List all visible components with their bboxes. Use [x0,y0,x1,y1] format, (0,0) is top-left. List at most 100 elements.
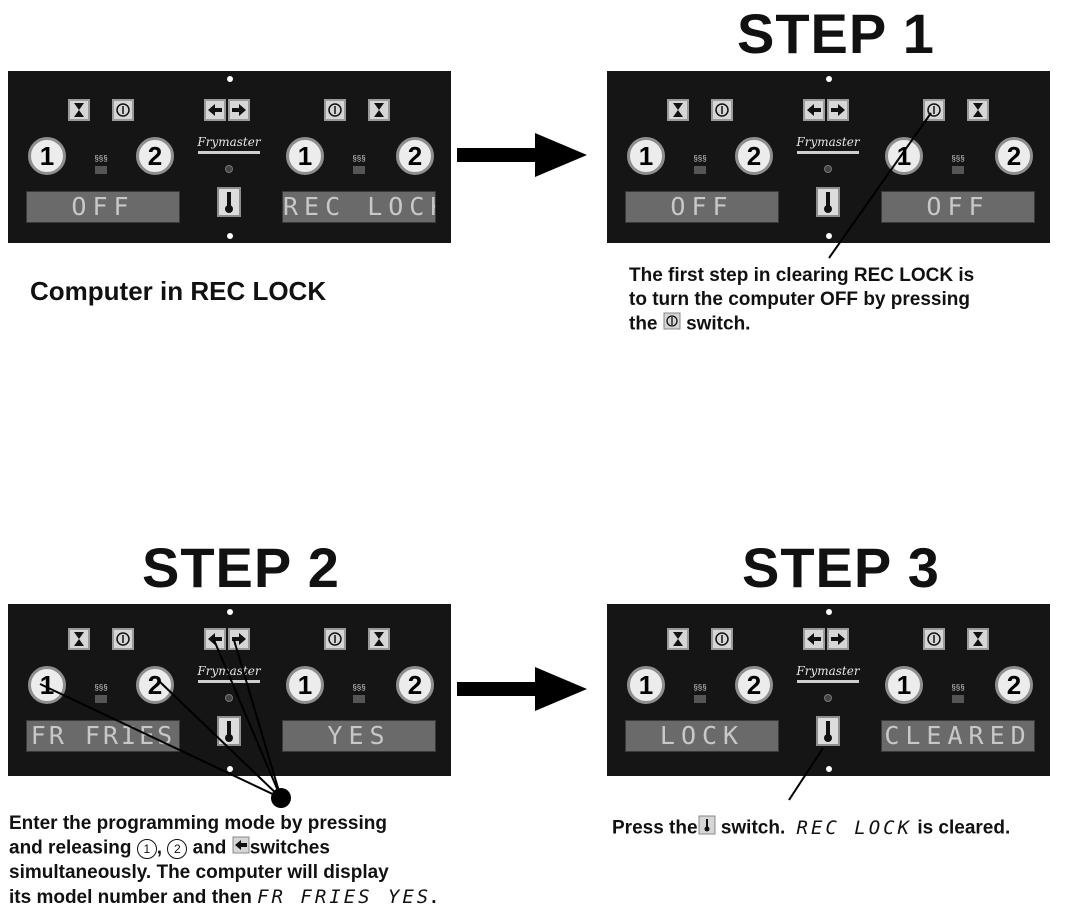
power-right-button[interactable] [324,99,346,121]
brand-underline [797,680,859,683]
status-led [225,694,233,702]
display-right: OFF [881,191,1035,223]
mount-hole [226,76,233,82]
right-arrow-button[interactable] [228,628,250,650]
power-right-button[interactable] [923,99,945,121]
mount-hole [226,766,233,772]
arrow-left-icon [208,633,222,645]
thermometer-icon [824,192,832,213]
product-1-right-button[interactable]: 1 [286,137,324,175]
step3-caption-text: Press the [612,817,698,839]
initial-caption: Computer in REC LOCK [30,276,327,306]
brand-underline [198,680,260,683]
brand-logo: Frymaster [197,135,261,149]
timer-left-button[interactable] [68,99,90,121]
display-left: FR FRIES [26,720,180,752]
product-1-left-button[interactable]: 1 [28,137,66,175]
heat-icon: §§§ [94,154,108,163]
thermometer-icon [225,192,233,213]
product-1-left-button[interactable]: 1 [627,666,665,704]
power-icon [663,312,681,337]
power-icon [715,103,729,117]
power-left-button[interactable] [112,99,134,121]
left-arrow-button[interactable] [803,99,825,121]
temperature-button[interactable] [816,716,840,746]
step2-caption-text: . [431,887,437,908]
circled-one-icon: 1 [136,838,157,859]
right-arrow-button[interactable] [827,628,849,650]
right-arrow-button[interactable] [827,99,849,121]
left-arrow-button[interactable] [803,628,825,650]
arrow-left-icon [807,104,821,116]
product-2-left-button[interactable]: 2 [735,137,773,175]
timer-right-button[interactable] [368,628,390,650]
power-icon [328,103,342,117]
power-icon [715,632,729,646]
product-2-right-button[interactable]: 2 [995,137,1033,175]
brand-underline [797,151,859,154]
product-2-left-button[interactable]: 2 [735,666,773,704]
timer-right-button[interactable] [967,99,989,121]
product-2-left-button[interactable]: 2 [136,666,174,704]
product-2-left-button[interactable]: 2 [136,137,174,175]
temperature-button[interactable] [816,187,840,217]
hourglass-icon [374,103,384,117]
right-arrow-button[interactable] [228,99,250,121]
hourglass-icon [973,103,983,117]
status-led [824,165,832,173]
power-right-button[interactable] [923,628,945,650]
step2-caption: Enter the programming mode by pressing a… [9,812,479,910]
product-1-right-button[interactable]: 1 [885,137,923,175]
arrow-right-icon [831,633,845,645]
product-1-left-button[interactable]: 1 [627,137,665,175]
temperature-button[interactable] [217,187,241,217]
step2-caption-line: Enter the programming mode by pressing [9,813,387,834]
step2-title: STEP 2 [142,536,340,599]
step1-caption-line: the switch. [629,312,1069,337]
left-arrow-button[interactable] [204,628,226,650]
step3-title: STEP 3 [742,536,940,599]
timer-left-button[interactable] [68,628,90,650]
status-led [824,694,832,702]
hourglass-icon [973,632,983,646]
product-1-right-button[interactable]: 1 [885,666,923,704]
hourglass-icon [374,632,384,646]
heat-icon: §§§ [951,154,965,163]
heat-lamp-right [353,695,365,703]
display-right: CLEARED [881,720,1035,752]
power-left-button[interactable] [112,628,134,650]
power-right-button[interactable] [324,628,346,650]
timer-right-button[interactable] [967,628,989,650]
product-2-right-button[interactable]: 2 [396,137,434,175]
arrow-left-icon [232,836,250,861]
power-left-button[interactable] [711,628,733,650]
circled-two-icon: 2 [167,838,188,859]
hourglass-icon [74,632,84,646]
timer-left-button[interactable] [667,99,689,121]
arrow-left-icon [208,104,222,116]
product-2-right-button[interactable]: 2 [995,666,1033,704]
thermometer-icon [698,815,716,842]
power-icon [116,632,130,646]
display-right: REC LOCK [282,191,436,223]
power-icon [116,103,130,117]
mount-hole [226,233,233,239]
step2-caption-text: switches [249,837,330,859]
left-arrow-button[interactable] [204,99,226,121]
step1-caption-line: to turn the computer OFF by pressing [629,289,970,310]
arrow-left-icon [807,633,821,645]
mount-hole [825,609,832,615]
product-1-left-button[interactable]: 1 [28,666,66,704]
timer-right-button[interactable] [368,99,390,121]
temperature-button[interactable] [217,716,241,746]
step2-caption-line: its model number and then FR FRIES YES. [9,885,479,910]
product-1-right-button[interactable]: 1 [286,666,324,704]
arrow-right-icon [457,133,587,177]
arrow-right-icon [232,633,246,645]
power-icon [328,632,342,646]
thermometer-icon [824,721,832,742]
power-left-button[interactable] [711,99,733,121]
brand-logo: Frymaster [796,664,860,678]
product-2-right-button[interactable]: 2 [396,666,434,704]
timer-left-button[interactable] [667,628,689,650]
